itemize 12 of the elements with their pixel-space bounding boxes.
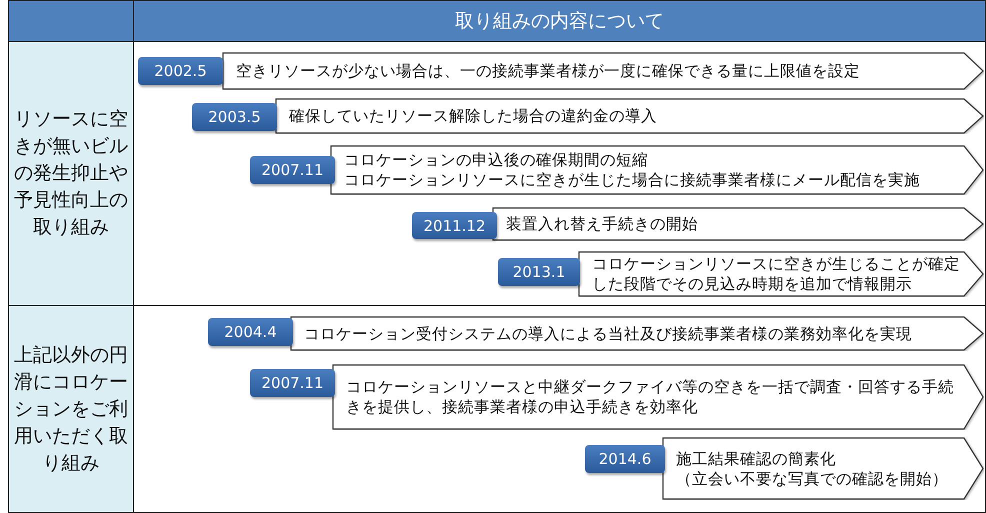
date-badge: 2007.11 — [250, 369, 335, 397]
date-badge: 2003.5 — [192, 103, 277, 131]
date-badge: 2002.5 — [138, 57, 223, 85]
header-cell: 取り組みの内容について — [133, 0, 986, 42]
row-header-cell: リソースに空きが無いビルの発生抑止や予見性向上の取り組み — [8, 41, 134, 306]
date-badge: 2007.11 — [250, 156, 335, 184]
arrow-box: 施工結果確認の簡素化 （立会い不要な写真での確認を開始） — [662, 437, 984, 500]
date-badge: 2014.6 — [585, 445, 665, 473]
date-badge: 2011.12 — [412, 212, 497, 239]
date-badge: 2004.4 — [208, 318, 293, 346]
row-header-cell: 上記以外の円滑にコロケーションをご利用いただく取り組み — [8, 305, 134, 513]
date-badge: 2013.1 — [498, 258, 580, 286]
